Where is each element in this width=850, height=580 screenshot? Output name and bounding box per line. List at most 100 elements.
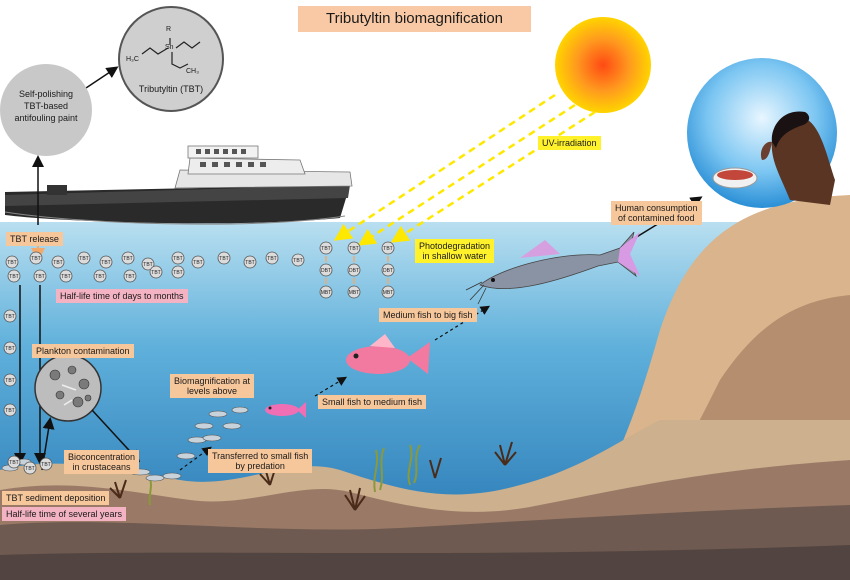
half-life-water-label: Half-life time of days to months [56, 289, 188, 303]
tbt-molecule-tag-label: TBT [5, 314, 14, 320]
tbt-molecule-tag-label: TBT [9, 460, 18, 466]
tbt-molecule-tag: TBT [141, 257, 155, 271]
tbt-molecule-tag: TBT [93, 269, 107, 283]
tbt-molecule-tag-label: TBT [9, 274, 18, 280]
mbt-molecule-tag-label: MBT [383, 290, 394, 296]
tbt-molecule-tag-label: TBT [31, 256, 40, 262]
dbt-molecule-tag: DBT [381, 263, 395, 277]
tbt-molecule-tag: TBT [217, 251, 231, 265]
tbt-molecule-tag-label: TBT [25, 466, 34, 472]
tbt-molecule-tag-label: TBT [267, 256, 276, 262]
tbt-molecule-tag: TBT [33, 269, 47, 283]
sediment-label: TBT sediment deposition [2, 491, 110, 505]
human-consumption-illustration [687, 58, 837, 208]
coral-group [109, 441, 517, 511]
molecule-group-right: CH₃ [186, 68, 199, 75]
tbt-molecule-tag: TBT [291, 253, 305, 267]
tbt-molecule-tag-label: TBT [293, 258, 302, 264]
tbt-molecule-tag-label: TBT [53, 260, 62, 266]
tbt-molecule-tag-label: TBT [143, 262, 152, 268]
small-to-medium-label: Small fish to medium fish [318, 395, 427, 409]
tbt-molecule-tag: TBT [59, 269, 73, 283]
tbt-molecule-tag: TBT [171, 265, 185, 279]
arrow-small-fish-dashed [179, 446, 212, 471]
seafloor-bottom [0, 545, 850, 580]
tbt-molecule-tag: TBT [3, 341, 17, 355]
tbt-molecule-tag-label: TBT [173, 256, 182, 262]
molecule-name: Tributyltin (TBT) [138, 84, 204, 94]
big-fish [465, 231, 640, 305]
paint-label: Self-polishing TBT-based antifouling pai… [14, 89, 78, 123]
tbt-molecule-tag-label: TBT [123, 256, 132, 262]
mbt-molecule-tag-label: MBT [349, 290, 360, 296]
plankton-circle [34, 354, 102, 422]
tbt-molecule-circle: R Sn H₃C CH₃ Tributyltin (TBT) [118, 6, 224, 112]
tbt-molecule-tag: TBT [51, 255, 65, 269]
tbt-molecule-tag-label: TBT [35, 274, 44, 280]
tbt-molecule-tag: TBT [191, 255, 205, 269]
half-life-sediment-label: Half-life time of several years [2, 507, 127, 521]
tbt-molecule-tag-label: TBT [41, 462, 50, 468]
tbt-molecule-tag: TBT [7, 455, 21, 469]
dbt-molecule-tag-label: DBT [321, 268, 331, 274]
sun [555, 17, 651, 113]
tbt-molecule-tag: TBT [243, 255, 257, 269]
dbt-molecule-tag: DBT [347, 263, 361, 277]
tbt-molecule-tag: TBT [347, 241, 361, 255]
tbt-molecule-tag-label: TBT [61, 274, 70, 280]
plankton-label: Plankton contamination [32, 344, 134, 358]
mbt-molecule-tag: MBT [381, 285, 395, 299]
transferred-label: Transferred to small fish by predation [208, 449, 313, 473]
tbt-molecule-tag-label: TBT [5, 378, 14, 384]
tbt-molecule-tag: TBT [99, 255, 113, 269]
tbt-release-label: TBT release [6, 232, 63, 246]
mbt-molecule-tag: MBT [347, 285, 361, 299]
paint-circle: Self-polishing TBT-based antifouling pai… [0, 64, 92, 156]
tbt-molecule-tag-label: TBT [219, 256, 228, 262]
tbt-molecule-tag-label: TBT [193, 260, 202, 266]
human-consumption-label: Human consumption of contamined food [611, 201, 702, 225]
dbt-molecule-tag: DBT [319, 263, 333, 277]
ship [4, 145, 353, 225]
arrow-medium-to-big [434, 305, 491, 341]
tbt-molecule-tag-label: TBT [173, 270, 182, 276]
tbt-molecule-tag-label: TBT [349, 246, 358, 252]
molecule-atom-sn: Sn [165, 44, 174, 51]
dbt-molecule-tag-label: DBT [349, 268, 359, 274]
dbt-molecule-tag-label: DBT [383, 268, 393, 274]
tbt-molecule-tag-label: TBT [101, 260, 110, 266]
tbt-molecule-tag-label: TBT [383, 246, 392, 252]
tbt-molecule-tag-label: TBT [125, 274, 134, 280]
tbt-molecule-tag: TBT [23, 461, 37, 475]
medium-to-big-label: Medium fish to big fish [379, 308, 477, 322]
tbt-molecule-tag: TBT [171, 251, 185, 265]
tbt-molecule-tag: TBT [77, 251, 91, 265]
medium-fish [346, 334, 430, 374]
tbt-molecule-tag: TBT [3, 309, 17, 323]
tbt-molecule-tag: TBT [29, 251, 43, 265]
mbt-molecule-tag-label: MBT [321, 290, 332, 296]
tbt-molecule-tag: TBT [5, 255, 19, 269]
tbt-molecule-tag: TBT [319, 241, 333, 255]
biomagnification-levels-label: Biomagnification at levels above [170, 374, 255, 398]
tbt-molecule-tag: TBT [265, 251, 279, 265]
uv-label: UV-irradiation [538, 136, 601, 150]
tbt-molecule-tag: TBT [123, 269, 137, 283]
small-fish [265, 402, 306, 418]
mbt-molecule-tag: MBT [319, 285, 333, 299]
tbt-molecule-tag: TBT [39, 457, 53, 471]
molecule-structure-icon [141, 38, 201, 69]
photodegradation-label: Photodegradation in shallow water [415, 239, 495, 263]
molecule-group-left: H₃C [126, 56, 139, 63]
tbt-molecule-tag: TBT [3, 403, 17, 417]
tbt-molecule-tag-label: TBT [7, 260, 16, 266]
tbt-molecule-tag-label: TBT [5, 408, 14, 414]
tbt-molecule-tag-label: TBT [245, 260, 254, 266]
tbt-molecule-tag: TBT [121, 251, 135, 265]
tbt-molecule-tag-label: TBT [79, 256, 88, 262]
page-title: Tributyltin biomagnification [298, 6, 532, 32]
tbt-molecule-tag: TBT [7, 269, 21, 283]
